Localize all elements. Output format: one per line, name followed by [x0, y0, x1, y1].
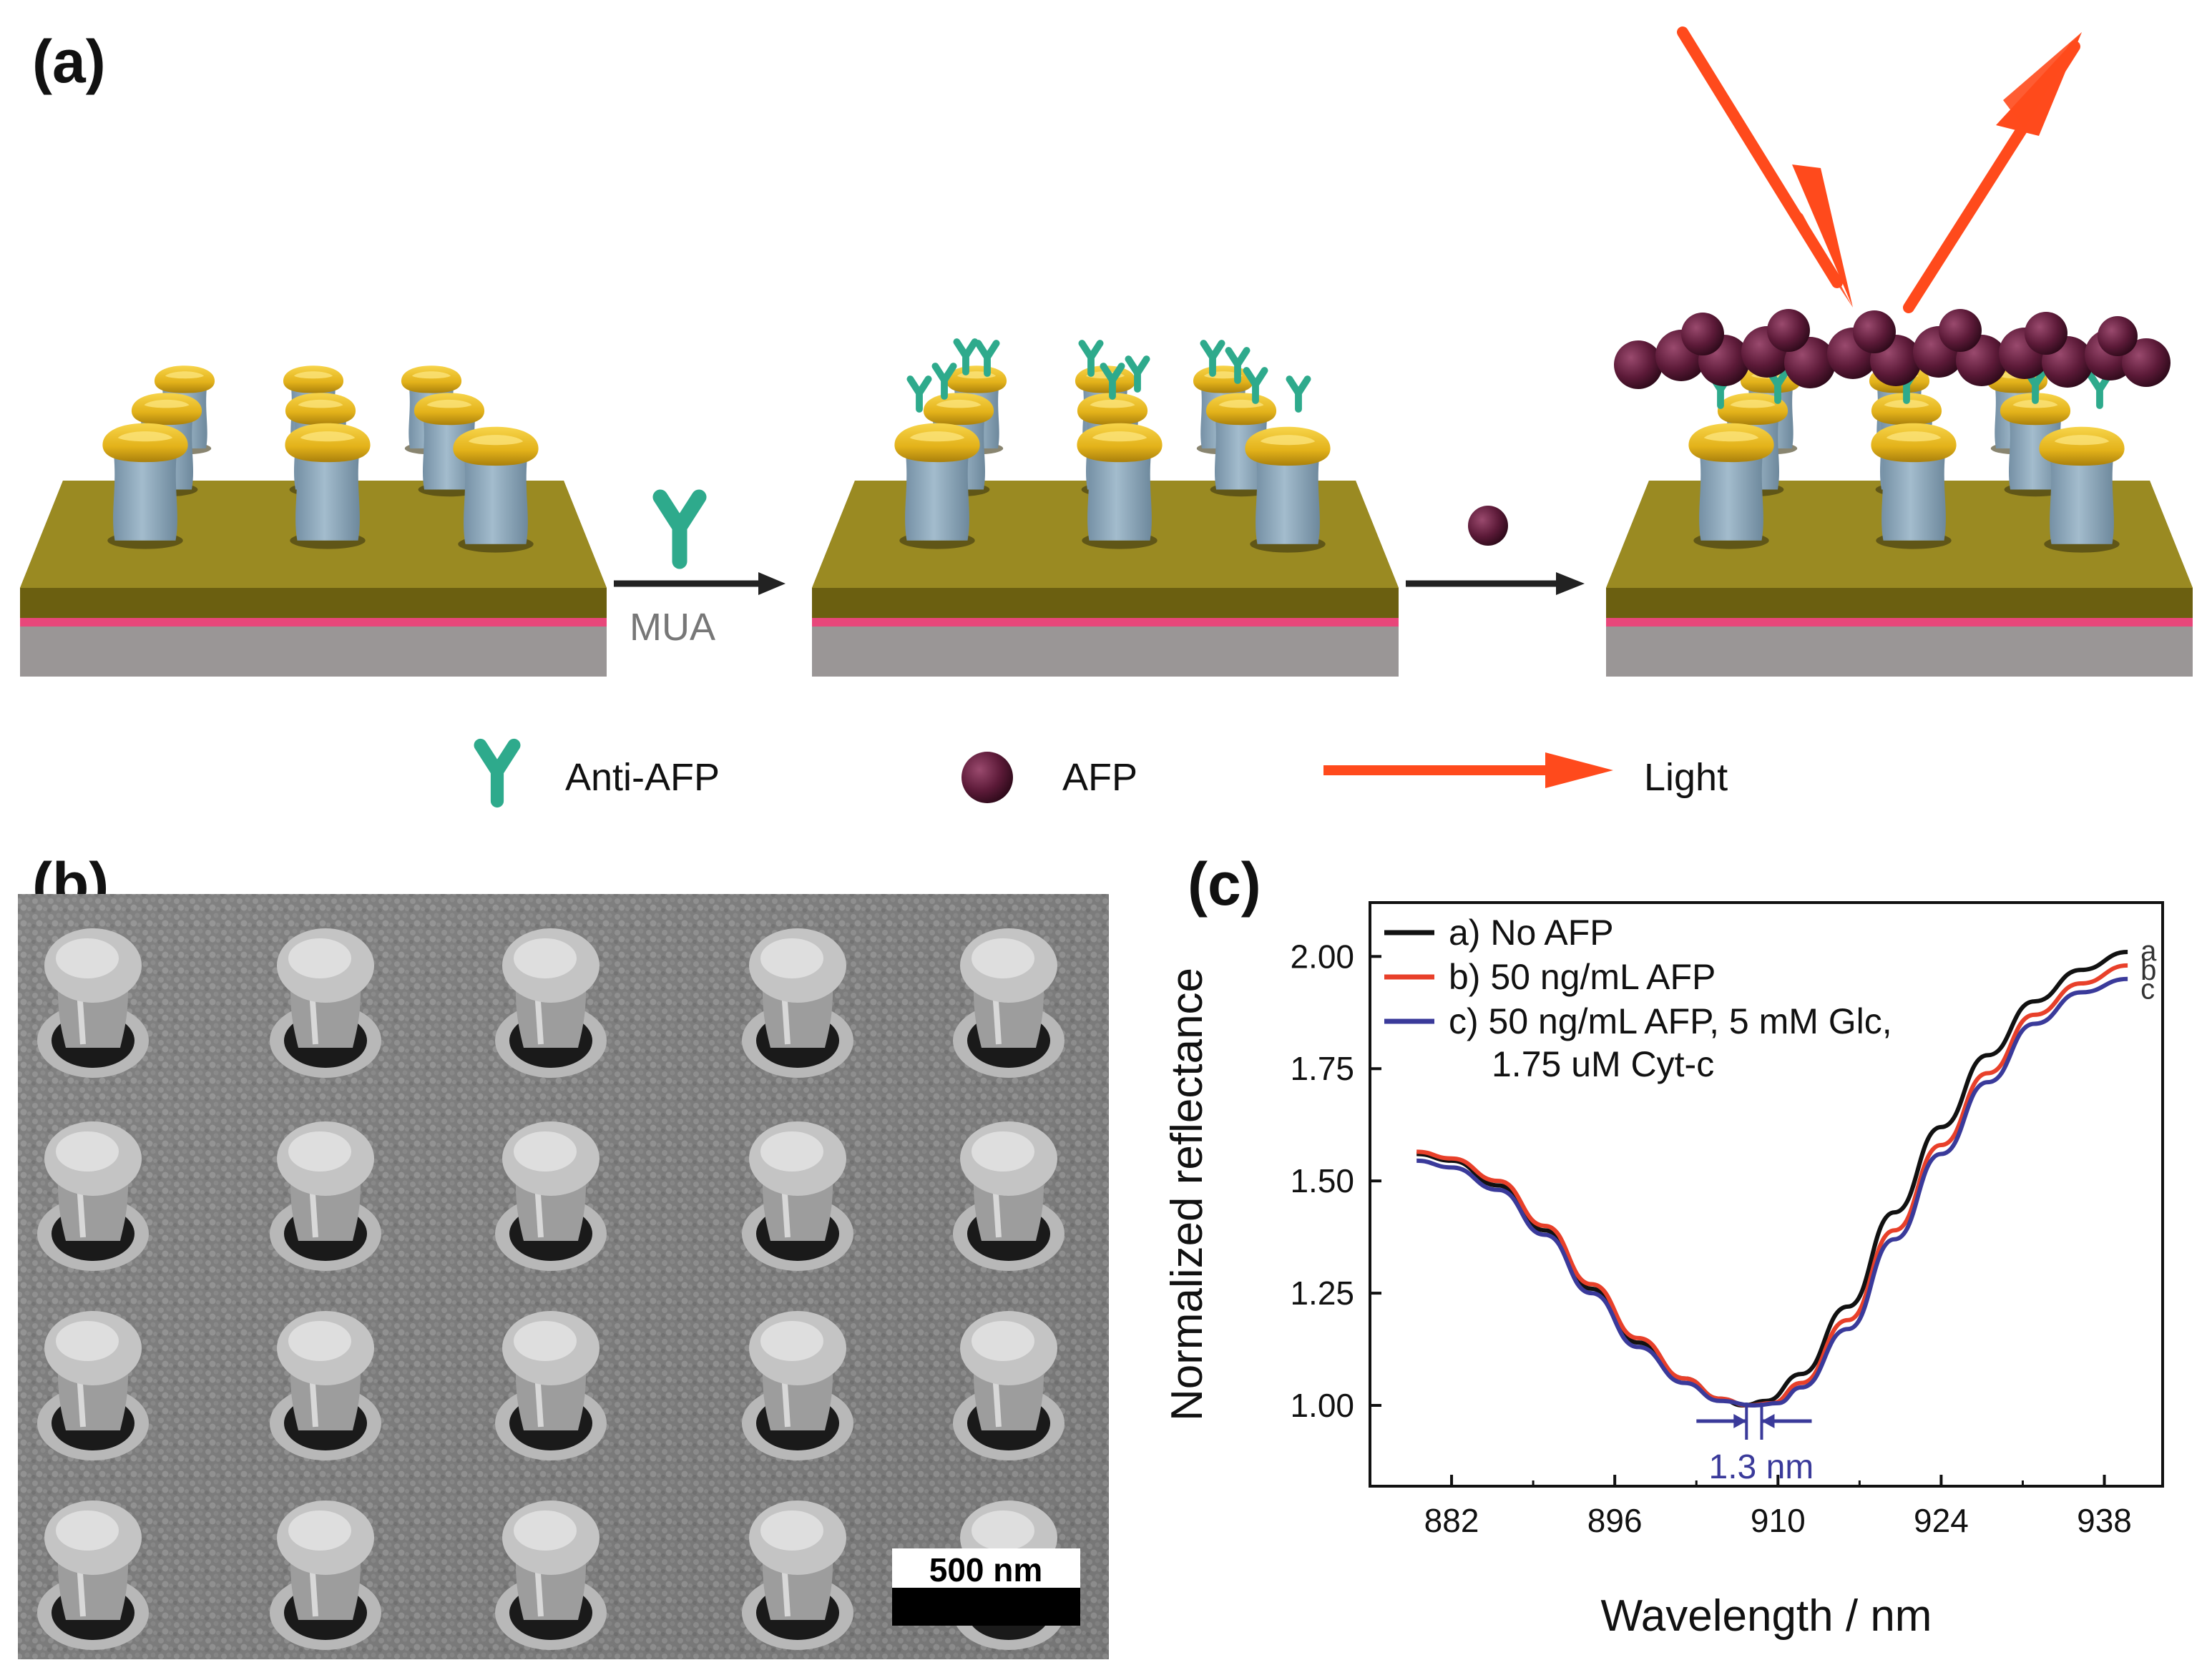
mua-label: MUA — [630, 606, 715, 649]
legend-label-b: b) 50 ng/mL AFP — [1449, 957, 1716, 997]
sem-pillar — [495, 1311, 607, 1460]
series-lines — [1416, 950, 2128, 1408]
legend-label-c-line2: 1.75 uM Cyt-c — [1492, 1044, 1714, 1084]
sem-pillar — [953, 1121, 1065, 1271]
afp-layer — [1614, 309, 2171, 389]
scheme-legend: Anti-AFP AFP Light — [481, 745, 1728, 803]
legend-label-c: c) 50 ng/mL AFP, 5 mM Glc, — [1449, 1001, 1892, 1041]
incident-light — [1677, 26, 1853, 308]
sem-pillar — [37, 1121, 149, 1271]
antibody-icon — [481, 745, 514, 801]
sem-pillar — [742, 1500, 853, 1650]
sem-pillar — [953, 928, 1065, 1078]
y-tick-label: 1.25 — [1290, 1274, 1354, 1312]
sem-pillar — [495, 1500, 607, 1650]
panel-c-label: (c) — [1188, 850, 1261, 918]
x-tick-label: 924 — [1914, 1502, 1969, 1539]
y-axis-ticks: 1.00 1.25 1.50 1.75 2.00 — [1290, 938, 1381, 1424]
sem-pillar — [495, 1121, 607, 1271]
scheme-step1 — [20, 365, 607, 677]
x-tick-label: 938 — [2077, 1502, 2132, 1539]
shift-arrowhead-right — [1761, 1413, 1775, 1428]
legend-anti-afp: Anti-AFP — [565, 756, 720, 799]
y-tick-label: 1.50 — [1290, 1162, 1354, 1199]
sem-pillar — [37, 1500, 149, 1650]
series-letters: abc — [2140, 935, 2157, 1006]
y-tick-label: 2.00 — [1290, 938, 1354, 975]
afp-sphere-icon — [961, 752, 1013, 803]
reflected-light — [1903, 32, 2082, 313]
arrow-step2 — [1406, 506, 1585, 595]
sem-pillar — [270, 1500, 381, 1650]
y-tick-label: 1.00 — [1290, 1387, 1354, 1424]
x-axis-ticks: 882 896 910 924 938 — [1369, 1475, 2132, 1539]
sem-pillar — [742, 1121, 853, 1271]
light-arrows — [1677, 26, 2082, 313]
sem-pillar — [953, 1311, 1065, 1460]
legend-afp: AFP — [1062, 756, 1137, 799]
shift-annotation: 1.3 nm — [1696, 1402, 1814, 1486]
sem-pillar — [270, 1311, 381, 1460]
series-end-label-b: b — [2140, 955, 2156, 986]
sem-pillar — [270, 928, 381, 1078]
scale-bar-label: 500 nm — [929, 1551, 1043, 1588]
sem-pillar — [742, 1311, 853, 1460]
arrow-step1 — [614, 497, 786, 595]
sem-pillar — [742, 928, 853, 1078]
sem-image: 500 nm — [18, 894, 1109, 1659]
panel-a-label: (a) — [32, 28, 106, 95]
y-axis-title: Normalized reflectance — [1163, 968, 1212, 1421]
series-line-c — [1416, 976, 2128, 1408]
sem-pillar — [495, 928, 607, 1078]
scheme-step2 — [812, 342, 1399, 677]
shift-arrowhead-left — [1733, 1413, 1747, 1428]
light-arrow-icon — [1323, 752, 1613, 788]
y-tick-label: 1.75 — [1290, 1050, 1354, 1087]
series-line-a — [1416, 950, 2128, 1408]
x-axis-title: Wavelength / nm — [1601, 1591, 1932, 1641]
x-tick-label: 882 — [1424, 1502, 1479, 1539]
shift-annotation-label: 1.3 nm — [1709, 1448, 1814, 1486]
legend-light: Light — [1644, 756, 1728, 799]
sem-pillars — [37, 928, 1065, 1650]
x-tick-label: 896 — [1587, 1502, 1643, 1539]
sem-pillar — [37, 1311, 149, 1460]
scheme-step3 — [1606, 309, 2193, 677]
legend-label-a: a) No AFP — [1449, 913, 1614, 953]
plot-frame — [1369, 901, 2164, 1488]
x-tick-label: 910 — [1751, 1502, 1806, 1539]
sem-pillar — [270, 1121, 381, 1271]
series-end-label-a: a — [2140, 935, 2157, 967]
series-end-label-c: c — [2140, 974, 2155, 1006]
sem-pillar — [37, 928, 149, 1078]
